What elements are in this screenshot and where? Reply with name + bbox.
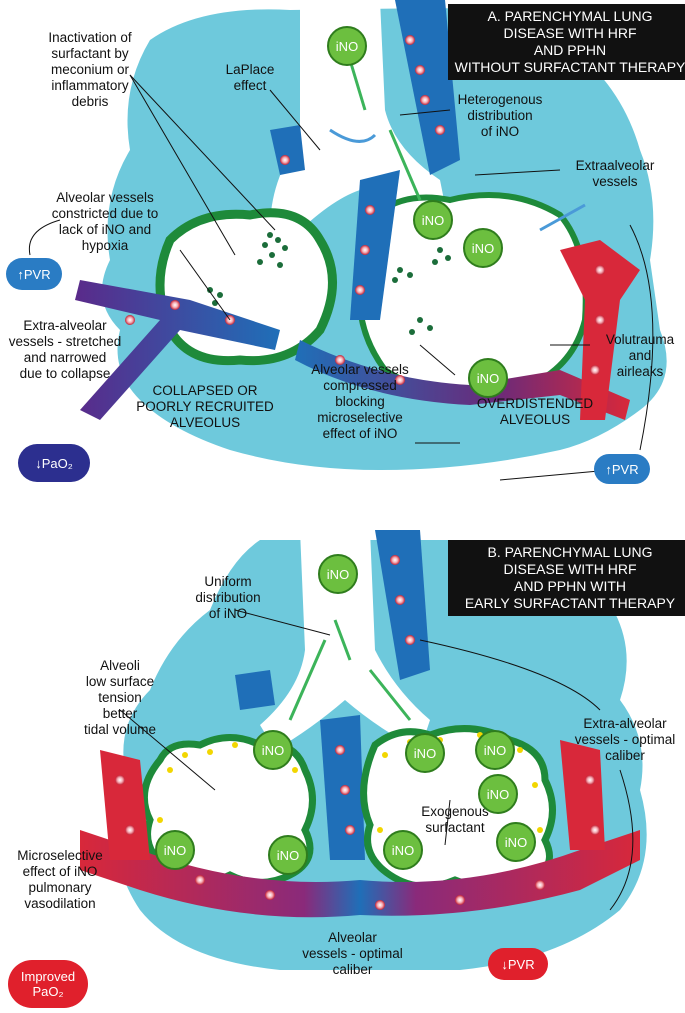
- ino-molecule: iNO: [413, 200, 453, 240]
- label-heterogenous: Heterogenous distribution of iNO: [457, 92, 543, 139]
- pvr-up-badge: ↑PVR: [6, 258, 62, 290]
- panel-a: A. PARENCHYMAL LUNG DISEASE WITH HRF AND…: [0, 0, 685, 500]
- label-laplace: LaPlace effect: [225, 62, 275, 93]
- annotation-leaders: [28, 74, 654, 481]
- label-extra-alveolar-stretched: Extra-alveolar vessels - stretched and n…: [8, 318, 122, 381]
- arterial-branch: [350, 170, 400, 320]
- label-alveolar-optimal: Alveolar vessels - optimal caliber: [302, 930, 403, 977]
- panel-a-illustration: [28, 0, 667, 481]
- extra-alveolar-vessel-right: [560, 240, 640, 420]
- label-collapsed: COLLAPSED OR POORLY RECRUITED ALVEOLUS: [136, 383, 274, 430]
- panel-a-title: A. PARENCHYMAL LUNG DISEASE WITH HRF AND…: [448, 4, 685, 80]
- label-inactivation: Inactivation of surfactant by meconium o…: [48, 30, 132, 109]
- ino-molecule: iNO: [253, 730, 293, 770]
- annotation-leaders: [119, 609, 634, 911]
- ino-flow-arrow: [348, 59, 367, 111]
- ino-molecule: iNO: [155, 830, 195, 870]
- vessel-left-red: [100, 750, 150, 860]
- label-microselective: Microselective effect of iNO pulmonary v…: [17, 848, 103, 911]
- panel-b-title: B. PARENCHYMAL LUNG DISEASE WITH HRF AND…: [448, 540, 685, 616]
- small-vessel-branch: [235, 670, 275, 710]
- pao2-down-badge: ↓PaO₂: [18, 444, 90, 482]
- ino-flow-arrow: [329, 128, 377, 143]
- ino-molecule: iNO: [268, 835, 308, 875]
- panel-b-illustration: [80, 530, 647, 970]
- ino-flow-arrows: [288, 619, 412, 721]
- vessel-right-red: [560, 740, 605, 850]
- red-blood-cells: [115, 555, 600, 910]
- ino-molecule: iNO: [468, 358, 508, 398]
- inflammatory-debris: [207, 232, 451, 335]
- small-vessel-branch: [270, 125, 305, 175]
- ino-molecule: iNO: [383, 830, 423, 870]
- pvr-up-badge-2: ↑PVR: [594, 454, 650, 484]
- extra-alveolar-vessel-left: [75, 280, 280, 420]
- extravasation-arrow: [539, 203, 586, 232]
- label-overdistended: OVERDISTENDED ALVEOLUS: [476, 396, 594, 427]
- ino-molecule: iNO: [475, 730, 515, 770]
- ino-molecule: iNO: [327, 26, 367, 66]
- label-alveoli-low: Alveoli low surface tension better tidal…: [83, 658, 157, 737]
- alveolar-vessel-bottom: [295, 340, 630, 420]
- label-compressed: Alveolar vessels compressed blocking mic…: [311, 362, 409, 441]
- label-extraalveolar: Extraalveolar vessels: [575, 158, 655, 189]
- ino-flow-arrow: [388, 129, 422, 201]
- pvr-down-badge: ↓PVR: [488, 948, 548, 980]
- label-exogenous: Exogenous surfactant: [421, 804, 489, 835]
- airway: [270, 0, 450, 240]
- pao2-improved-badge: Improved PaO₂: [8, 960, 88, 1008]
- panel-b: B. PARENCHYMAL LUNG DISEASE WITH HRF AND…: [0, 530, 685, 1013]
- label-alveolar-constricted: Alveolar vessels constricted due to lack…: [51, 190, 159, 253]
- ino-molecule: iNO: [463, 228, 503, 268]
- ino-molecule: iNO: [478, 774, 518, 814]
- label-extra-optimal: Extra-alveolar vessels - optimal caliber: [574, 716, 676, 763]
- ino-molecule: iNO: [405, 733, 445, 773]
- label-uniform: Uniform distribution of iNO: [195, 574, 261, 621]
- pulmonary-artery: [375, 530, 430, 680]
- ino-molecule: iNO: [318, 554, 358, 594]
- label-volutrauma: Volutrauma and airleaks: [605, 332, 675, 379]
- microvasculature: [80, 830, 640, 918]
- ino-molecule: iNO: [496, 822, 536, 862]
